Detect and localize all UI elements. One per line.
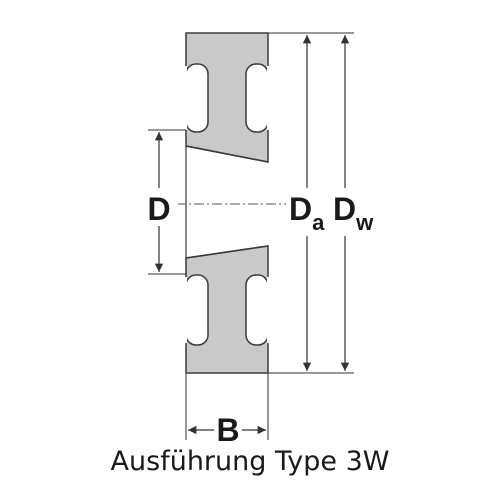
upper-left-groove	[185, 63, 209, 133]
width-dimension	[185, 373, 269, 440]
diagram-caption: Ausführung Type 3W	[110, 446, 390, 477]
bore-bottom-line	[185, 245, 269, 259]
outer-diameter-label: Da	[289, 191, 325, 235]
pulley-lower-half	[183, 245, 271, 374]
bore-top-line	[185, 145, 269, 163]
pulley-upper-half	[183, 32, 271, 163]
outer-diameter-subscript: a	[312, 210, 325, 235]
pitch-diameter-main: D	[333, 191, 356, 227]
bore-label: D	[147, 191, 170, 227]
width-label: B	[216, 412, 239, 448]
pitch-diameter-subscript: w	[355, 210, 374, 235]
lower-left-groove	[185, 274, 209, 346]
upper-right-groove	[245, 63, 269, 133]
pitch-diameter-label: Dw	[333, 191, 374, 235]
lower-right-groove	[245, 274, 269, 346]
outer-diameter-main: D	[289, 191, 312, 227]
